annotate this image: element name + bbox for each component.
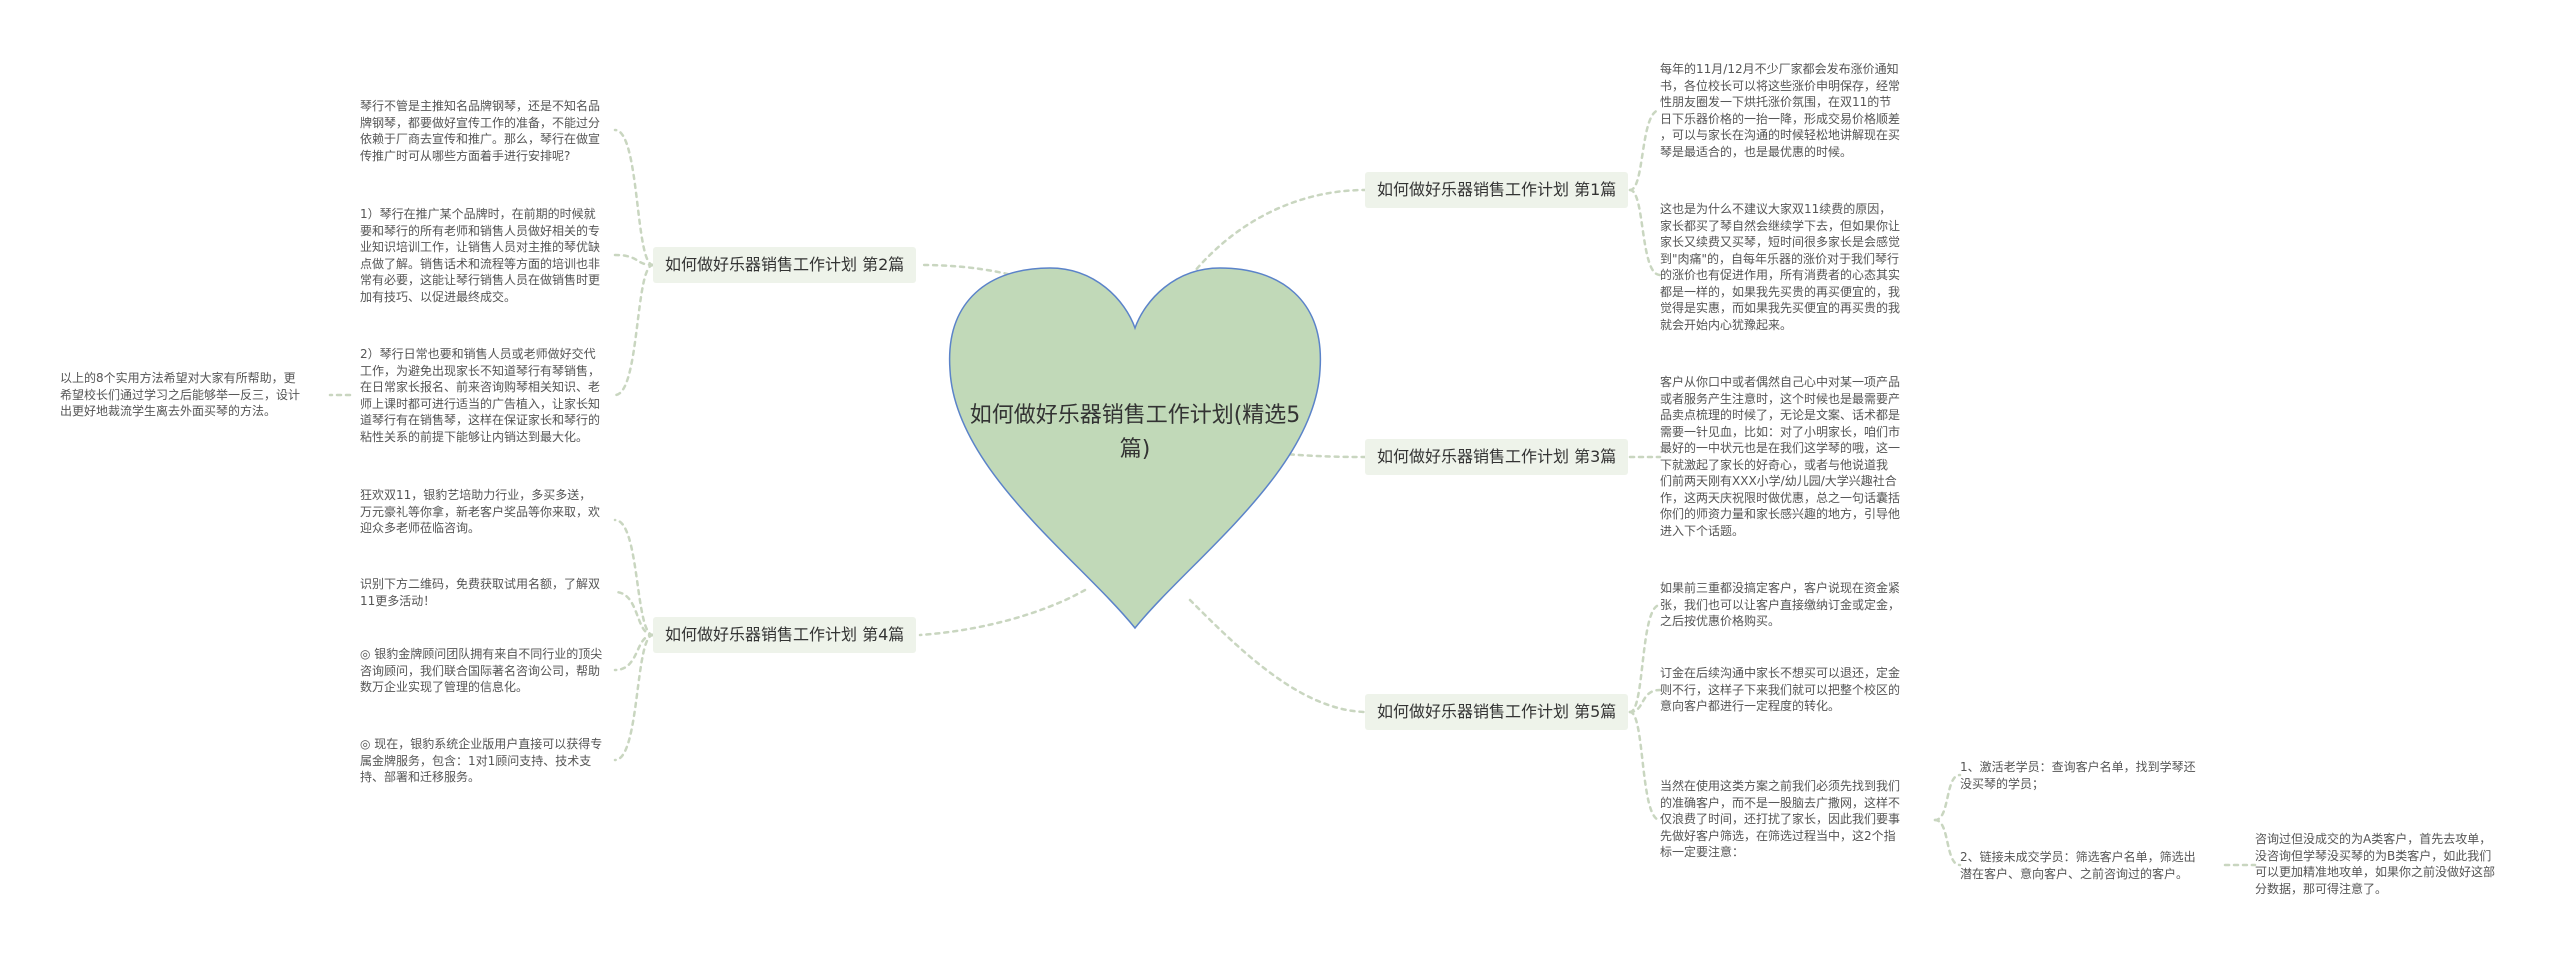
branch-b1[interactable]: 如何做好乐器销售工作计划 第1篇 <box>1365 172 1629 208</box>
connector-b2-leaf1 <box>613 128 655 267</box>
leaf-b2-3: 2）琴行日常也要和销售人员或老师做好交代 工作，为避免出现家长不知道琴行有琴销售… <box>360 347 601 444</box>
connector-b1 <box>1178 188 1367 292</box>
leaf-b5-2: 订金在后续沟通中家长不想买可以退还，定金 则不行，这样子下来我们就可以把整个校区… <box>1660 666 1901 713</box>
leaf-b5-sub-1: 1、激活老学员：查询客户名单，找到学琴还 没买琴的学员； <box>1960 760 2196 791</box>
connector-b4-leaf2 <box>613 590 655 637</box>
leaf-b2-sub: 以上的8个实用方法希望对大家有所帮助，更 希望校长们通过学习之后能够举一反三，设… <box>60 371 301 418</box>
connector-b1-leaf2 <box>1628 188 1662 277</box>
connector-b5-subleaf2 <box>1933 818 1962 867</box>
connector-b4 <box>918 588 1087 637</box>
connector-lines <box>328 108 2257 867</box>
connector-b5 <box>1188 598 1367 714</box>
leaf-b5-sub-2: 2、链接未成交学员：筛选客户名单，筛选出 潜在客户、意向客户、之前咨询过的客户。 <box>1960 850 2196 881</box>
branch-b5[interactable]: 如何做好乐器销售工作计划 第5篇 <box>1365 694 1629 730</box>
leaf-b1-2: 这也是为什么不建议大家双11续费的原因， 家长都买了琴自然会继续学下去，但如果你… <box>1660 202 1901 332</box>
connector-b4-leaf4 <box>613 633 655 762</box>
leaf-b4-1: 狂欢双11，银豹艺培助力行业，多买多送， 万元豪礼等你拿，新老客户奖品等你来取，… <box>360 488 601 535</box>
leaf-b2-2: 1）琴行在推广某个品牌时，在前期的时候就 要和琴行的所有老师和销售人员做好相关的… <box>360 207 601 304</box>
connector-b5-leaf2 <box>1628 688 1662 714</box>
leaf-b5-1: 如果前三重都没搞定客户，客户说现在资金紧 张，我们也可以让客户直接缴纳订金或定金… <box>1660 581 1901 628</box>
leaf-b2-1: 琴行不管是主推知名品牌钢琴，还是不知名品 牌钢琴，都要做好宣传工作的准备，不能过… <box>360 99 601 163</box>
leaf-b4-3: ◎ 银豹金牌顾问团队拥有来自不同行业的顶尖 咨询顾问，我们联合国际著名咨询公司，… <box>360 647 603 694</box>
connector-b4-leaf1 <box>613 518 655 637</box>
leaf-b5-subsub: 咨询过但没成交的为A类客户，首先去攻单， 没咨询但学琴没买琴的为B类客户，如此我… <box>2255 832 2496 896</box>
connector-b1-leaf1 <box>1628 108 1662 192</box>
leaf-b1-1: 每年的11月/12月不少厂家都会发布涨价通知 书，各位校长可以将这些涨价申明保存… <box>1660 62 1901 159</box>
connector-b2-leaf2 <box>613 253 655 267</box>
leaf-b4-2: 识别下方二维码，免费获取试用名额，了解双 11更多活动！ <box>360 577 601 608</box>
connector-b5-leaf3 <box>1628 710 1662 822</box>
leaf-b3-1: 客户从你口中或者偶然自己心中对某一项产品 或者服务产生注意时，这个时候也是最需要… <box>1660 375 1901 538</box>
leaf-b5-3: 当然在使用这类方案之前我们必须先找到我们 的准确客户，而不是一股脑去广撒网，这样… <box>1660 779 1901 859</box>
branch-b4[interactable]: 如何做好乐器销售工作计划 第4篇 <box>653 617 917 653</box>
central-topic[interactable]: 如何做好乐器销售工作计划(精选5篇) <box>969 403 1301 462</box>
connector-b5-subleaf1 <box>1933 773 1962 822</box>
heart-shape <box>948 267 1322 630</box>
connector-b2-leaf3 <box>613 263 655 397</box>
branch-b2[interactable]: 如何做好乐器销售工作计划 第2篇 <box>653 247 917 283</box>
branch-b3[interactable]: 如何做好乐器销售工作计划 第3篇 <box>1365 439 1629 475</box>
leaf-b4-4: ◎ 现在，银豹系统企业版用户直接可以获得专 属金牌服务，包含：1对1顾问支持、技… <box>360 737 603 784</box>
connector-b5-leaf1 <box>1628 603 1662 714</box>
